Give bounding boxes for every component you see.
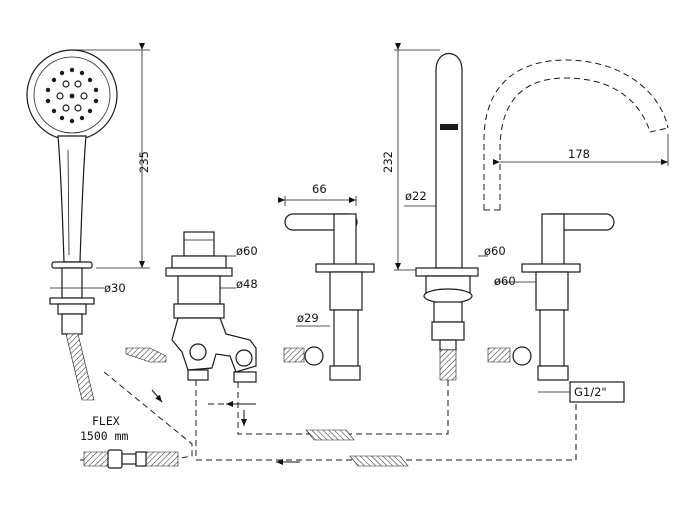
- hose-spout: [439, 349, 457, 381]
- dim-diverter-48: ø48: [236, 277, 258, 291]
- hose-handshower: [65, 333, 95, 401]
- piping-routes: [78, 371, 577, 467]
- dim-lever-length: 66: [312, 182, 327, 196]
- dim-spout-height: 232: [381, 151, 395, 173]
- right-valve: ø60 G1/2": [494, 213, 625, 403]
- spout-pipe: [435, 53, 463, 269]
- dim-diverter-60: ø60: [236, 244, 258, 258]
- diverter-rosette: [165, 267, 233, 277]
- dim-valve-29: ø29: [297, 311, 319, 325]
- hand-shower: 235 ø30: [26, 43, 151, 335]
- flex-hose: FLEX 1500 mm: [80, 414, 179, 469]
- spout-rosette: [415, 267, 479, 277]
- dim-spout-22: ø22: [405, 189, 427, 203]
- hose-right-valve: [487, 347, 511, 363]
- spout-side-profile: 178: [483, 59, 669, 211]
- dim-right-valve-60: ø60: [494, 274, 516, 288]
- shower-holder-rim: [51, 261, 93, 269]
- left-valve: 66 ø29: [278, 182, 375, 381]
- shower-nozzles: [45, 67, 99, 124]
- hose-left-valve: [283, 347, 305, 363]
- flex-label-2: 1500 mm: [80, 429, 129, 443]
- dim-thread: G1/2": [574, 385, 607, 399]
- diverter-knob: [183, 231, 215, 257]
- left-rosette: [315, 263, 375, 273]
- spout: 232 ø22 ø60: [381, 43, 506, 351]
- dim-spout-reach: 178: [568, 147, 590, 161]
- hose-diverter-in: [125, 347, 167, 363]
- flex-label-1: FLEX: [92, 414, 120, 428]
- dim-spout-base-60: ø60: [484, 244, 506, 258]
- dim-handshower-base: ø30: [104, 281, 126, 295]
- shower-handle: [57, 135, 87, 263]
- diverter: ø60 ø48: [165, 231, 258, 383]
- deck-line: [49, 297, 95, 305]
- dim-handshower-height: 235: [137, 151, 151, 173]
- right-rosette: [521, 263, 581, 273]
